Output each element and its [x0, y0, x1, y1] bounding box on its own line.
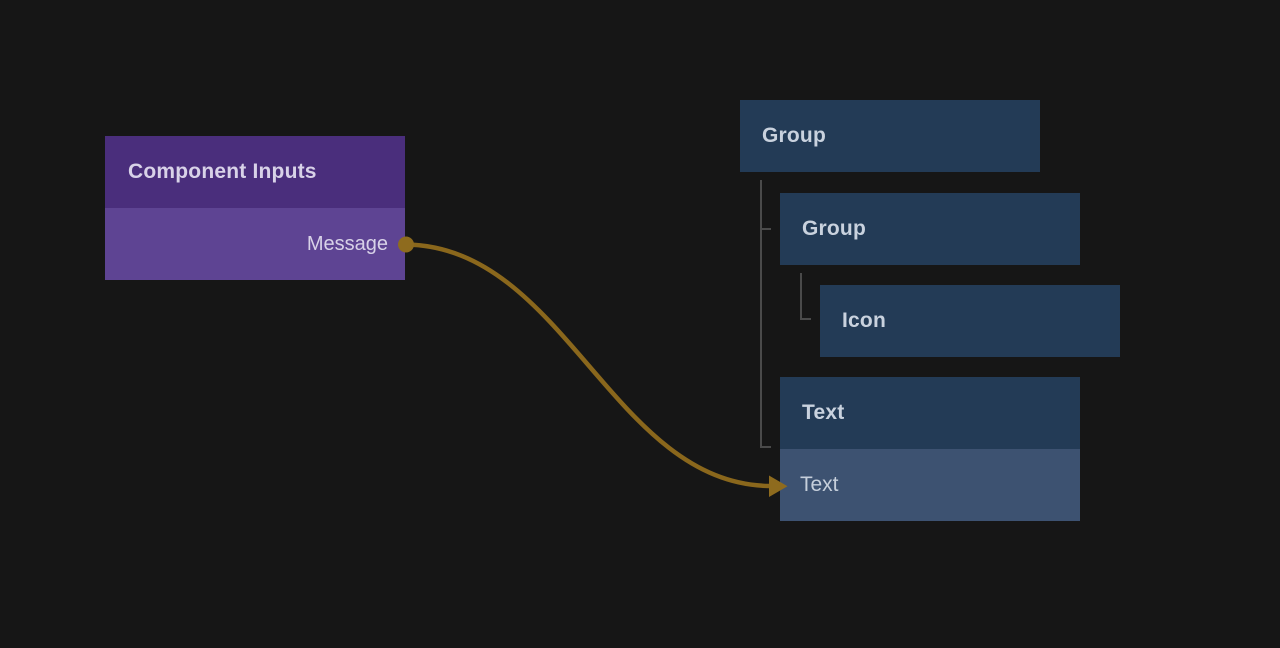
layer-node-text: Text Text [780, 377, 1080, 521]
layer-item-label: Text [802, 401, 845, 424]
message-output-label: Message [306, 232, 388, 255]
layer-item-text[interactable]: Text [780, 377, 1080, 449]
component-inputs-header[interactable]: Component Inputs [105, 136, 405, 208]
text-input-port-row[interactable]: Text [780, 449, 1080, 521]
layer-item-label: Icon [842, 309, 886, 332]
layer-item-group-child[interactable]: Group [780, 193, 1080, 265]
layer-item-label: Group [802, 217, 866, 240]
tree-guide-tick-icon [800, 318, 811, 320]
message-output-port-dot[interactable] [398, 236, 414, 253]
tree-guide-tick-group2 [760, 228, 771, 230]
message-output-row[interactable]: Message [105, 208, 405, 280]
component-inputs-title: Component Inputs [128, 160, 317, 183]
text-input-port-label: Text [800, 473, 839, 496]
tree-guide-tick-text [760, 446, 771, 448]
component-inputs-node: Component Inputs Message [105, 136, 405, 280]
layer-item-icon[interactable]: Icon [820, 285, 1120, 357]
tree-guide-vertical-group2 [800, 273, 802, 320]
layer-item-label: Group [762, 124, 826, 147]
tree-guide-vertical-root [760, 180, 762, 448]
connection-wire-message-to-text[interactable] [405, 242, 770, 489]
layer-item-group-root[interactable]: Group [740, 100, 1040, 172]
